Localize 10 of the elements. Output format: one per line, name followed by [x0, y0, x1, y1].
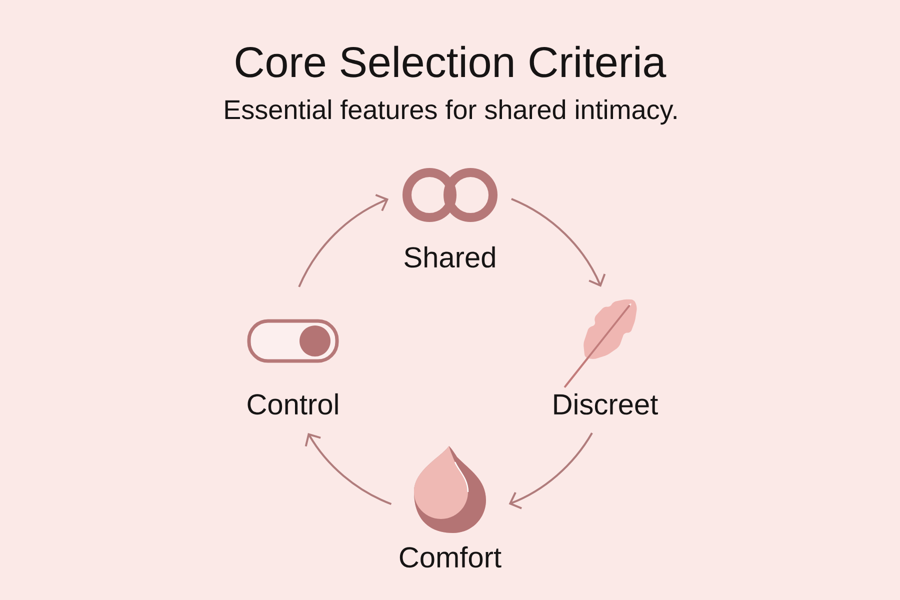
node-label: Discreet	[554, 393, 658, 415]
arrow	[298, 194, 389, 288]
arrow	[511, 198, 606, 287]
node-label: Shared	[404, 246, 495, 268]
subtitle: Essential features for shared intimacy.	[225, 99, 676, 125]
node-label: Comfort	[400, 546, 502, 568]
title: Core Selection Criteria	[236, 46, 666, 78]
arrow	[304, 433, 392, 506]
arrow	[508, 432, 593, 510]
node-label: Control	[248, 393, 338, 415]
